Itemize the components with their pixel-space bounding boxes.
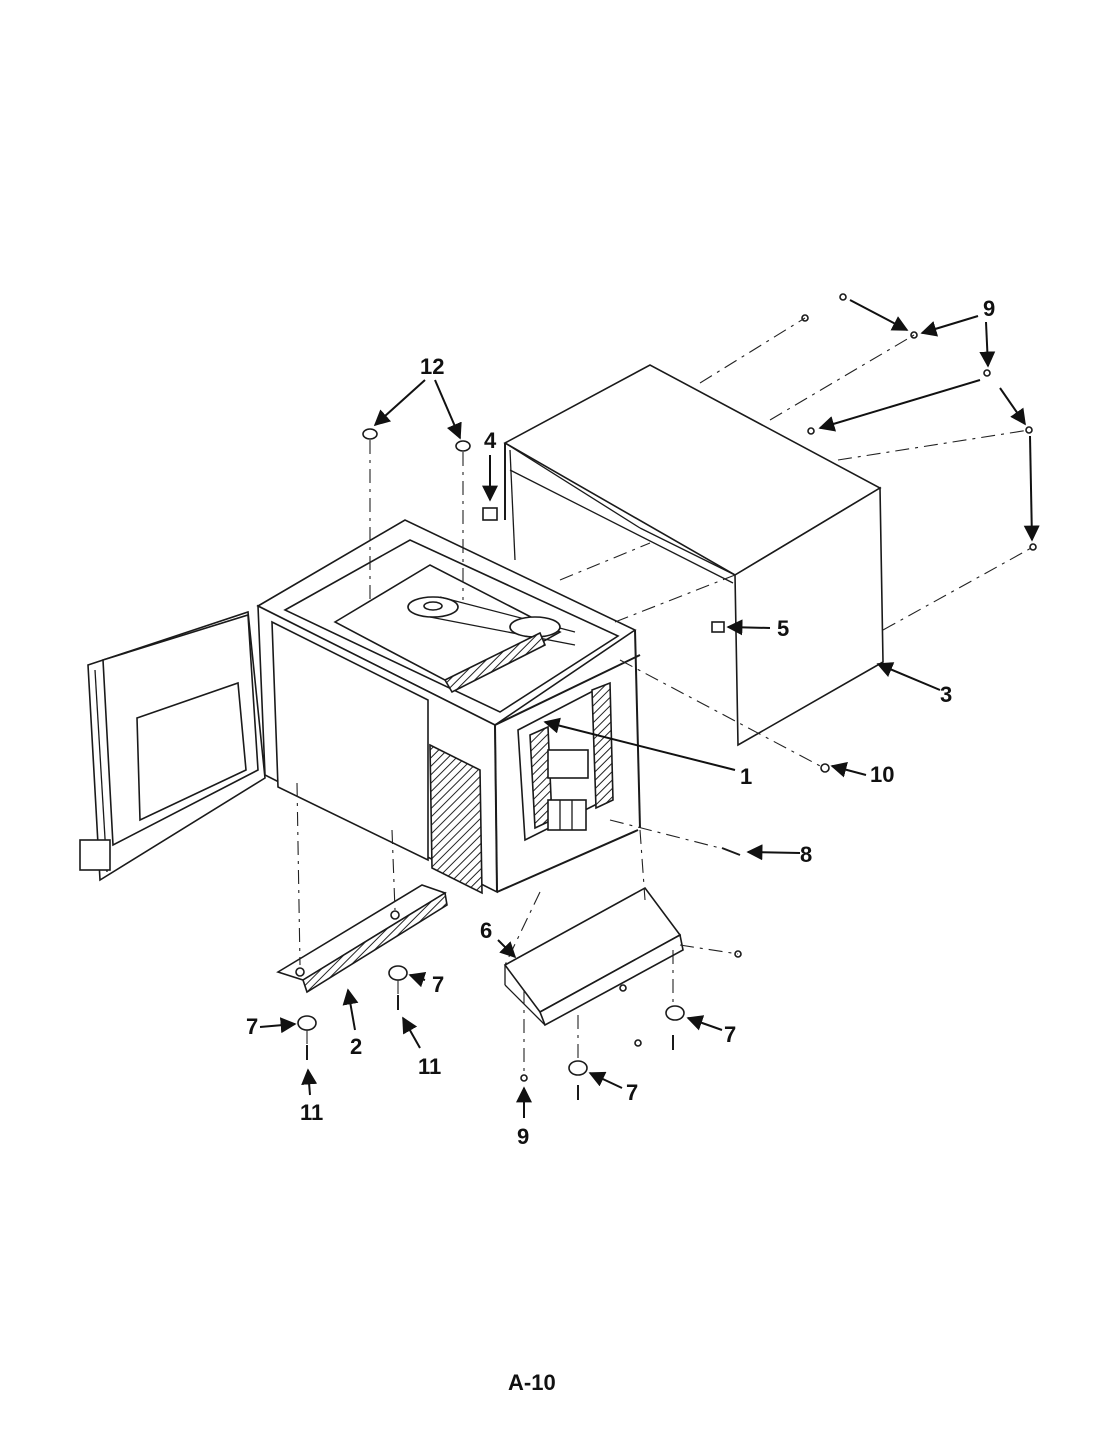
oven-door [79,610,266,882]
callout-6: 6 [480,918,492,943]
callout-7-b: 7 [432,972,444,997]
oven-chassis [256,519,641,895]
callout-5: 5 [777,616,789,641]
callout-12: 12 [420,354,444,379]
page-label: A-10 [508,1370,556,1395]
callout-2: 2 [350,1034,362,1059]
callout-7-d: 7 [626,1080,638,1105]
callout-10: 10 [870,762,894,787]
callout-9-top: 9 [983,296,995,321]
callout-7-a: 7 [246,1014,258,1039]
callout-7-c: 7 [724,1022,736,1047]
callout-8: 8 [800,842,812,867]
rear-base-bracket [503,886,684,1027]
callout-1: 1 [740,764,752,789]
callout-11-a: 11 [300,1100,323,1125]
magnetron-assembly [517,681,614,842]
outer-cabinet [503,364,884,747]
callout-3: 3 [940,682,952,707]
callout-4: 4 [484,428,497,453]
leader-arrows [259,299,1040,1118]
callout-11-b: 11 [418,1054,441,1079]
front-base-bracket [276,884,448,994]
callout-9-bottom: 9 [517,1124,529,1149]
